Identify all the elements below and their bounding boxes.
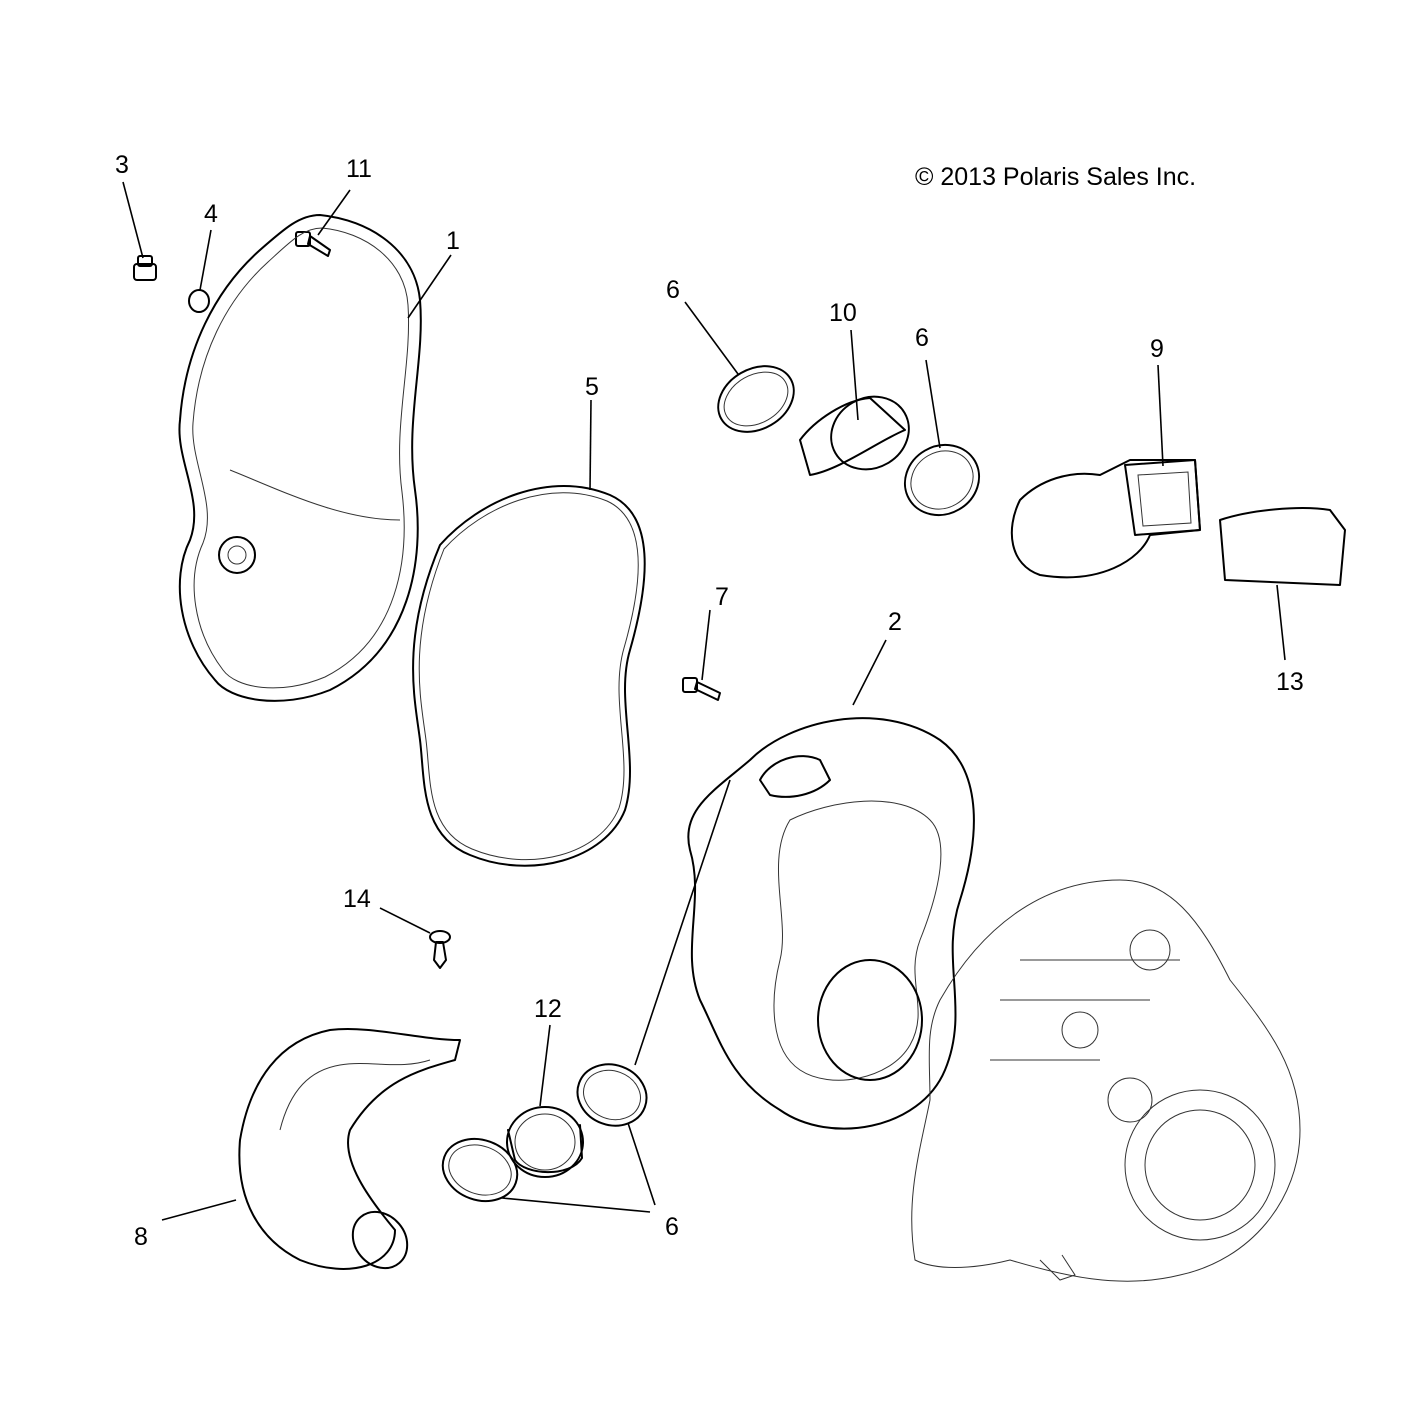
callout-7: 7 <box>715 583 729 611</box>
copyright-text: © 2013 Polaris Sales Inc. <box>915 163 1196 191</box>
callout-13: 13 <box>1276 668 1304 696</box>
callout-11: 11 <box>346 155 372 183</box>
engine-block-reference <box>911 879 1301 1282</box>
part-6-clamp-lower-right <box>576 1063 648 1127</box>
part-14-push-rivet <box>429 930 451 969</box>
callout-10: 10 <box>829 299 857 327</box>
callout-4: 4 <box>204 200 218 228</box>
leader-lines <box>122 181 1286 1221</box>
part-2-inner-cover <box>687 717 975 1130</box>
part-8-intake-duct <box>238 1028 461 1270</box>
callout-6-lower: 6 <box>665 1213 679 1241</box>
part-12-coupler <box>506 1106 584 1178</box>
callout-6-upper-left: 6 <box>666 276 680 304</box>
callout-6-upper-right: 6 <box>915 324 929 352</box>
part-7-bolt <box>682 677 721 701</box>
callout-9: 9 <box>1150 335 1164 363</box>
part-6-clamp-upper-left <box>717 365 795 433</box>
part-1-outer-cover <box>178 214 422 702</box>
callout-12: 12 <box>534 995 562 1023</box>
callout-3: 3 <box>115 151 129 179</box>
part-11-bolt <box>295 231 331 257</box>
callout-1: 1 <box>446 227 460 255</box>
part-10-sleeve <box>799 395 910 476</box>
callout-8: 8 <box>134 1223 148 1251</box>
part-13-duct-cover <box>1219 507 1346 586</box>
part-5-gasket <box>412 484 646 867</box>
part-9-duct <box>1010 459 1201 579</box>
part-6-clamp-lower-left <box>441 1137 519 1203</box>
callout-2: 2 <box>888 608 902 636</box>
part-4-o-ring <box>188 289 210 313</box>
callout-14: 14 <box>343 885 371 913</box>
part-3-plug <box>133 255 157 281</box>
callout-5: 5 <box>585 373 599 401</box>
part-6-clamp-upper-right <box>903 443 981 517</box>
